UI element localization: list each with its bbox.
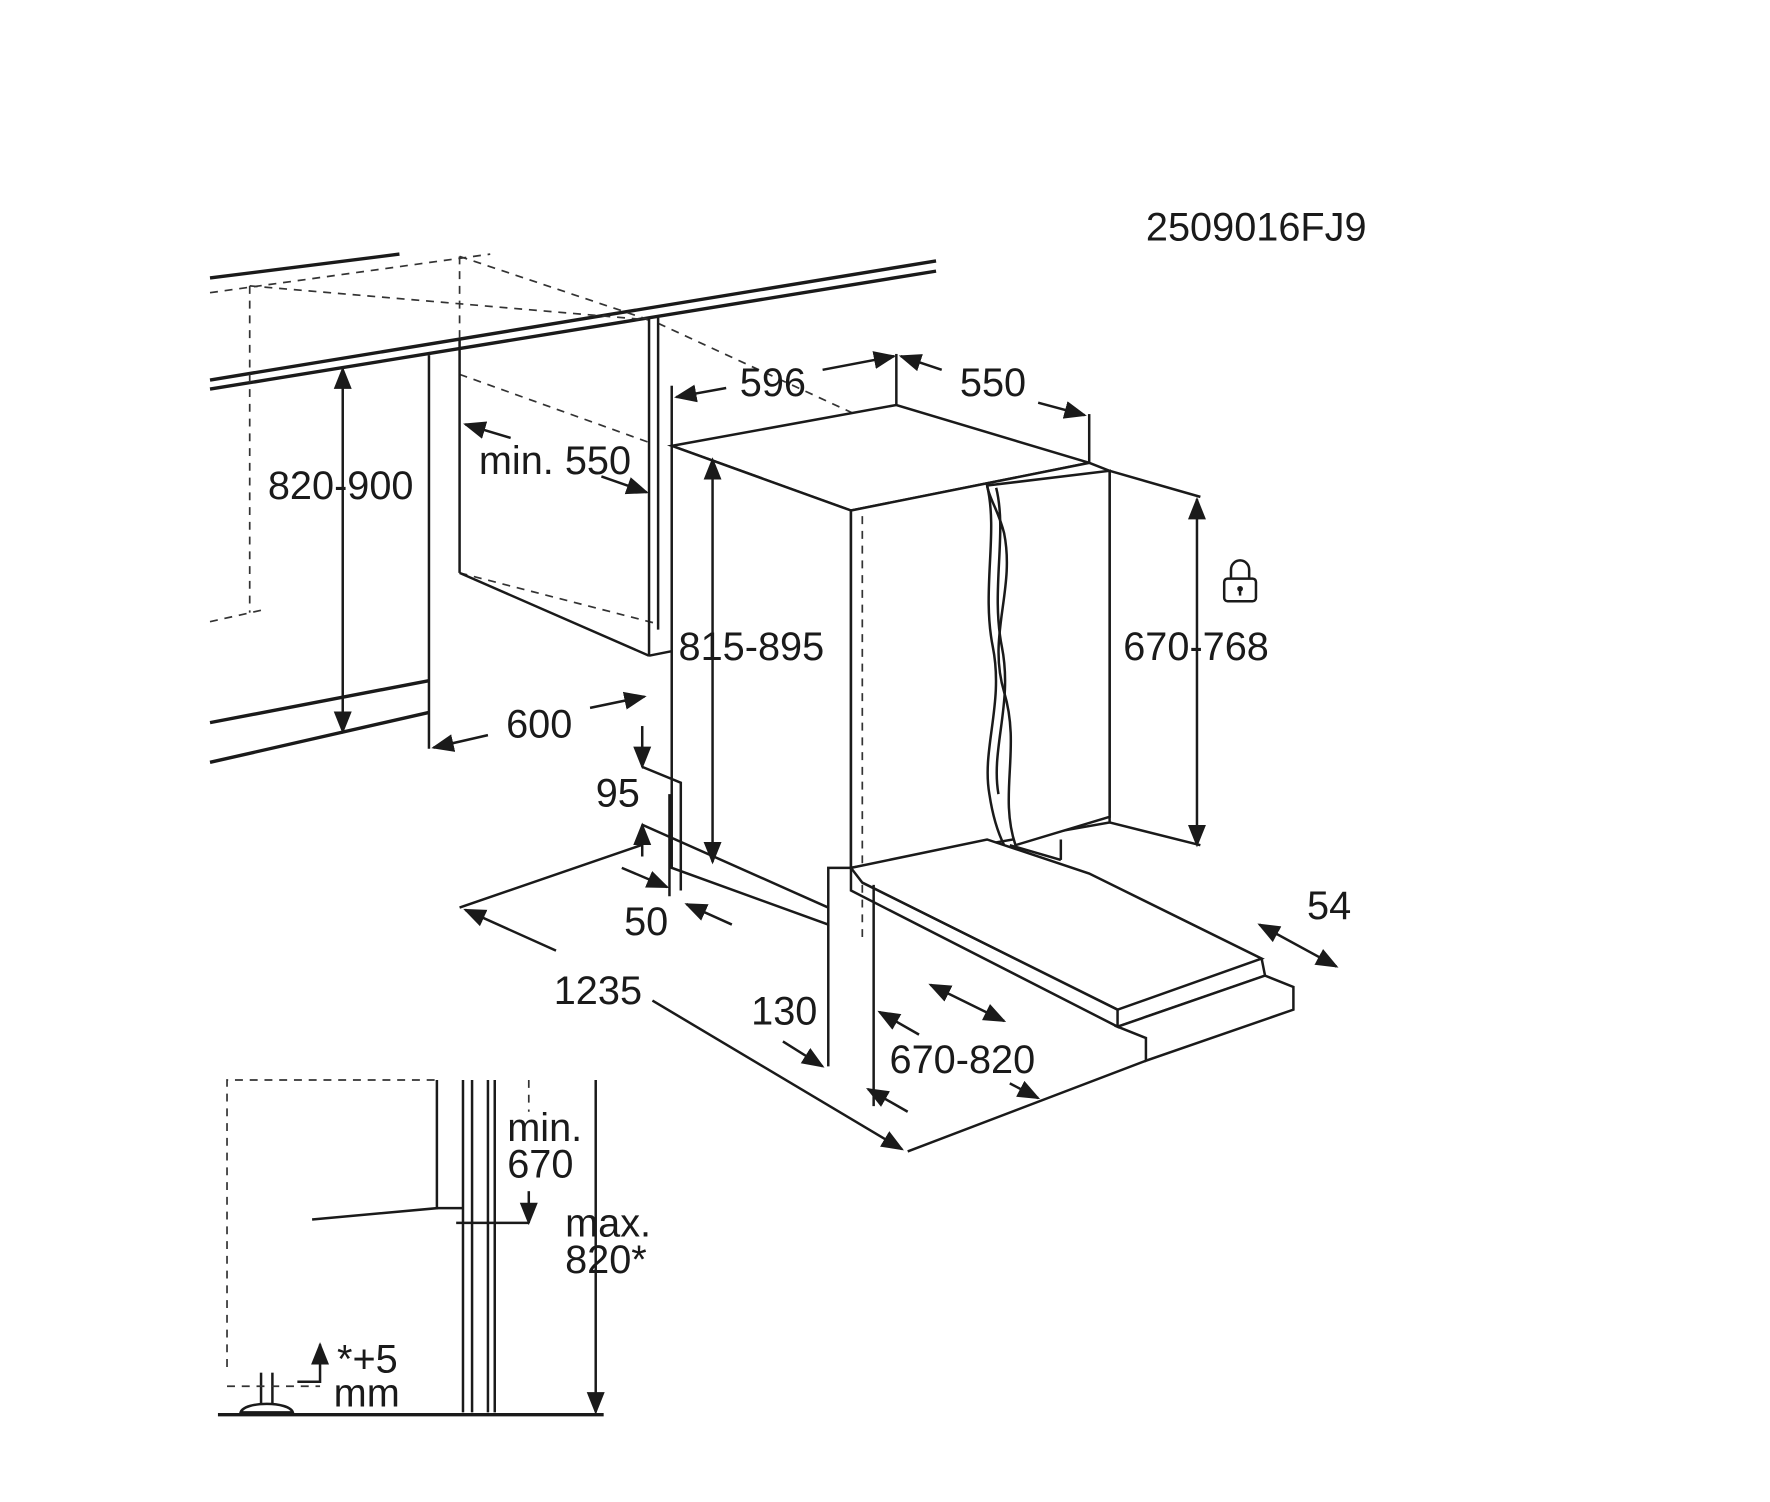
label-width: 596 bbox=[740, 361, 806, 405]
label-niche-width: 600 bbox=[506, 702, 572, 746]
label-counter-height: 820-900 bbox=[268, 464, 414, 508]
label-depth: 550 bbox=[960, 361, 1026, 405]
kitchen-cabinet bbox=[209, 252, 937, 765]
plinth-detail-inset bbox=[217, 1079, 605, 1417]
label-plinth-50: 50 bbox=[624, 900, 668, 944]
inset-adjust-value: *+5 bbox=[337, 1338, 398, 1382]
dishwasher bbox=[666, 403, 1295, 1063]
label-door-open: 1235 bbox=[554, 969, 642, 1013]
inset-max-value: 820* bbox=[565, 1238, 647, 1282]
inset-min-value: 670 bbox=[507, 1143, 573, 1187]
label-54: 54 bbox=[1307, 884, 1351, 928]
label-height: 815-895 bbox=[679, 625, 825, 669]
lock-icon bbox=[1222, 559, 1258, 603]
label-130: 130 bbox=[751, 989, 817, 1033]
inset-max-label: max. bbox=[565, 1202, 651, 1246]
label-min-depth: min. 550 bbox=[479, 439, 631, 483]
label-plinth-95: 95 bbox=[596, 772, 640, 816]
label-door-panel: 670-820 bbox=[890, 1038, 1036, 1082]
inset-min-label: min. bbox=[507, 1106, 582, 1150]
model-code: 2509016FJ9 bbox=[1146, 206, 1367, 250]
inset-adjust-unit: mm bbox=[334, 1372, 400, 1416]
label-door-height: 670-768 bbox=[1123, 625, 1269, 669]
dimension-lines bbox=[333, 351, 1339, 1153]
